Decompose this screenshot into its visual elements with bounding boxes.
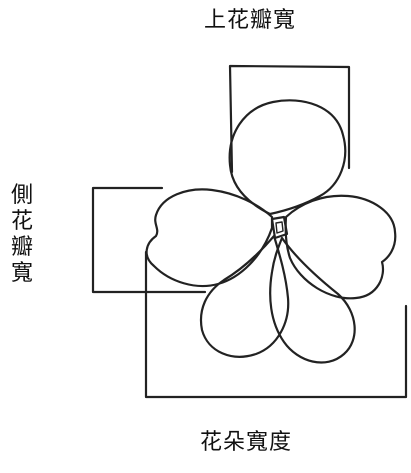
side-petal-width-box: [91, 186, 207, 294]
left-petal: [145, 188, 274, 288]
flower-width-box: [144, 250, 408, 399]
right-petal: [284, 194, 397, 300]
upper-petal: [228, 99, 347, 216]
flower-center-inner: [275, 221, 284, 234]
lower-right-petal: [269, 236, 356, 364]
lower-left-petal: [199, 234, 290, 358]
upper-petal-width-box: [228, 64, 351, 174]
flower-width-label: 花朵寬度: [200, 430, 293, 455]
side-petal-width-label: 側花瓣寬: [10, 183, 33, 286]
flower-center: [270, 215, 289, 240]
upper-petal-width-label: 上花瓣寬: [204, 8, 297, 33]
